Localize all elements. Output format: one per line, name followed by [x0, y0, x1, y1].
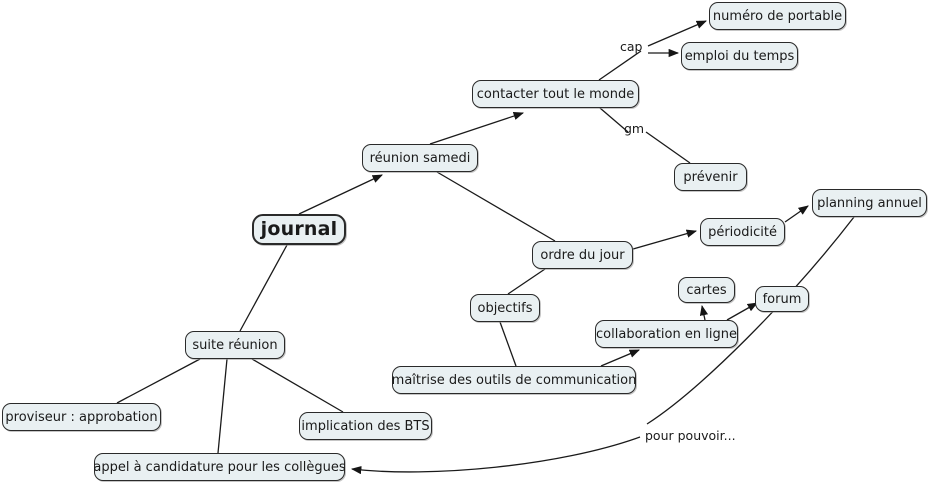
edge-label-pour-pouvoir: pour pouvoir... [645, 428, 736, 443]
node-emploi[interactable]: emploi du temps [681, 42, 798, 70]
node-objectifs[interactable]: objectifs [470, 294, 540, 322]
node-implication[interactable]: implication des BTS [299, 412, 432, 440]
node-collaboration[interactable]: collaboration en ligne [595, 320, 738, 348]
edge-pourpouvoir-appel [350, 436, 641, 475]
node-periodicite[interactable]: périodicité [700, 218, 785, 246]
edge-suite-implication [251, 358, 344, 413]
node-maitrise[interactable]: maîtrise des outils de communication [392, 366, 636, 394]
node-contacter[interactable]: contacter tout le monde [472, 80, 639, 108]
edge-reunion-ordre [436, 171, 556, 242]
edge-reunion-contacter [429, 112, 524, 145]
edge-periodicite-planning [784, 205, 809, 223]
edge-maitrise-collaboration [600, 349, 640, 367]
node-prevenir[interactable]: prévenir [674, 163, 747, 191]
node-numero[interactable]: numéro de portable [709, 2, 846, 30]
edge-label-gm: gm [624, 121, 645, 136]
edge-objectifs-maitrise [499, 321, 517, 367]
node-appel[interactable]: appel à candidature pour les collègues [93, 453, 346, 481]
node-cartes[interactable]: cartes [678, 277, 735, 303]
edge-ordre-objectifs [507, 268, 546, 295]
edge-collaboration-forum [726, 302, 758, 321]
node-journal[interactable]: journal [252, 214, 346, 245]
edge-contacter-cap [598, 50, 642, 81]
edge-gm-prevenir [645, 131, 691, 164]
edge-journal-reunion [298, 174, 383, 215]
node-proviseur[interactable]: proviseur : approbation [2, 403, 161, 431]
edge-journal-suite [239, 244, 288, 332]
edge-collaboration-cartes [699, 304, 709, 321]
node-suite[interactable]: suite réunion [185, 331, 285, 359]
edge-suite-appel [217, 358, 228, 454]
edge-ordre-periodicite [632, 229, 697, 250]
edge-label-cap: cap [620, 39, 643, 54]
edge-suite-proviseur [116, 358, 201, 404]
node-ordre[interactable]: ordre du jour [532, 241, 633, 269]
node-reunion[interactable]: réunion samedi [362, 144, 478, 172]
node-planning[interactable]: planning annuel [812, 189, 927, 217]
node-forum[interactable]: forum [755, 286, 809, 312]
